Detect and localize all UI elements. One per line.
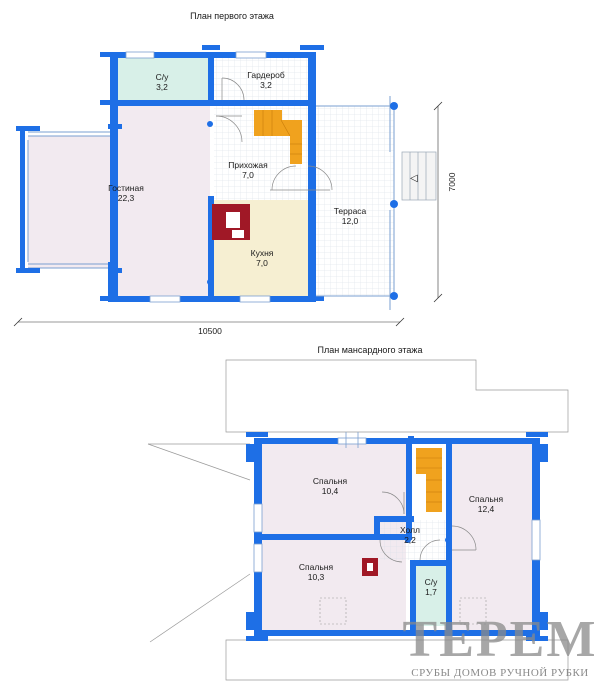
room-area: 10,3 bbox=[308, 572, 325, 582]
first-floor-walls bbox=[16, 45, 324, 302]
dimension-lines: 10500 7000 bbox=[13, 101, 457, 336]
bathroom-1-area bbox=[118, 57, 210, 100]
room-name: Гардероб bbox=[247, 70, 285, 80]
room-name: Спальня bbox=[299, 562, 334, 572]
roof-outline bbox=[147, 359, 569, 681]
room-name: Терраса bbox=[334, 206, 367, 216]
room-name: С/у bbox=[156, 72, 170, 82]
first-floor-doors bbox=[215, 77, 333, 191]
attic-floor-title: План мансардного этажа bbox=[318, 345, 423, 355]
attic-room-labels: Спальня 10,4 Спальня 12,4 Холл 2,2 Спаль… bbox=[299, 476, 504, 597]
window-ticks bbox=[345, 432, 359, 448]
entrance-arrow: ◁ bbox=[410, 173, 418, 184]
room-area: 10,4 bbox=[322, 486, 339, 496]
logo-tagline: СРУБЫ ДОМОВ РУЧНОЙ РУБКИ bbox=[411, 667, 588, 679]
terrace-railing bbox=[207, 96, 398, 310]
first-floor-windows bbox=[125, 51, 271, 303]
room-name: Прихожая bbox=[228, 160, 268, 170]
room-area: 1,7 bbox=[425, 587, 437, 597]
skylights bbox=[319, 597, 487, 625]
room-name: Кухня bbox=[251, 248, 274, 258]
chimney bbox=[362, 558, 378, 576]
entrance-steps bbox=[401, 151, 437, 201]
attic-floor-plan: План мансардного этажа bbox=[147, 345, 569, 681]
attic-staircase bbox=[416, 448, 442, 512]
terrace-area bbox=[316, 106, 394, 296]
room-name: Спальня bbox=[469, 494, 504, 504]
room-area: 22,3 bbox=[118, 193, 135, 203]
height-dimension: 7000 bbox=[447, 172, 457, 191]
first-floor-room-labels: С/у 3,2 Гардероб 3,2 Гостиная 22,3 Прихо… bbox=[108, 70, 366, 268]
living-room-area bbox=[118, 106, 210, 296]
first-floor-title: План первого этажа bbox=[190, 11, 274, 21]
attic-windows bbox=[253, 437, 541, 573]
first-floor-plan: План первого этажа bbox=[13, 11, 457, 336]
room-area: 7,0 bbox=[256, 258, 268, 268]
first-floor-staircase bbox=[254, 110, 302, 164]
room-name: Спальня bbox=[313, 476, 348, 486]
logo-wordmark: ТЕРЕМ bbox=[403, 611, 598, 668]
stove bbox=[212, 204, 250, 240]
terem-logo: ТЕРЕМ СРУБЫ ДОМОВ РУЧНОЙ РУБКИ bbox=[403, 611, 598, 679]
room-area: 3,2 bbox=[260, 80, 272, 90]
bay-window-area bbox=[28, 136, 114, 268]
room-area: 12,4 bbox=[478, 504, 495, 514]
bedroom-2-area bbox=[452, 444, 532, 630]
room-area: 2,2 bbox=[404, 535, 416, 545]
room-name: С/у bbox=[425, 577, 439, 587]
room-name: Холл bbox=[400, 525, 420, 535]
room-name: Гостиная bbox=[108, 183, 144, 193]
room-area: 7,0 bbox=[242, 170, 254, 180]
bathroom-2-area bbox=[416, 566, 446, 626]
hall-posts bbox=[405, 537, 451, 543]
room-area: 3,2 bbox=[156, 82, 168, 92]
room-area: 12,0 bbox=[342, 216, 359, 226]
attic-doors bbox=[379, 491, 477, 563]
width-dimension: 10500 bbox=[198, 326, 222, 336]
